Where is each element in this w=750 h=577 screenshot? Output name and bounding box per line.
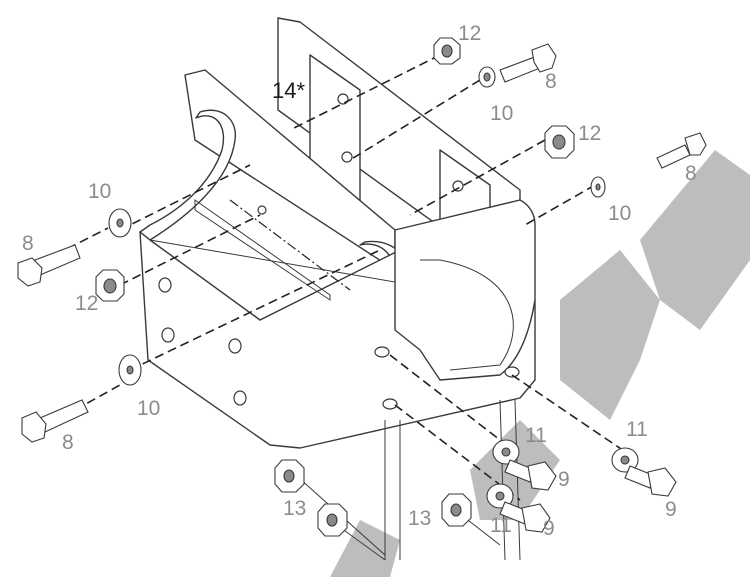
bracket-hole	[228, 338, 242, 354]
bracket-hole	[257, 205, 267, 215]
washer-10-left	[108, 208, 132, 238]
bolt-8-right	[656, 132, 707, 169]
bracket-hole	[233, 390, 247, 406]
hitch-bracket	[139, 69, 536, 561]
plate-hole	[341, 151, 353, 163]
washer-10-right	[590, 176, 606, 198]
callout-13-b: 13	[408, 507, 431, 530]
bolt-9-washer-11-c	[611, 447, 677, 497]
callout-9-c: 9	[543, 517, 555, 540]
callout-11-c: 11	[490, 514, 512, 537]
bracket-hole	[374, 346, 390, 358]
callout-10-left: 10	[88, 180, 111, 203]
bolt-9-washer-11-a	[492, 439, 557, 491]
bracket-hole	[504, 366, 520, 378]
bracket-hole	[382, 398, 398, 410]
watermark-letter-n	[560, 250, 660, 420]
bracket-hole	[161, 327, 175, 343]
nut-12-top	[433, 37, 461, 65]
callout-10-lower: 10	[137, 397, 160, 420]
nut-12-mid	[544, 125, 575, 159]
callout-8-top: 8	[545, 70, 557, 93]
bolt-9-washer-11-b	[486, 483, 551, 533]
watermark	[330, 150, 750, 577]
callout-10-top: 10	[490, 102, 513, 125]
washer-10-lower	[118, 354, 142, 386]
callout-8-left: 8	[22, 232, 34, 255]
callout-12-mid: 12	[578, 122, 601, 145]
callout-11-b: 11	[626, 418, 648, 441]
nut-13-b	[441, 493, 472, 527]
callout-14: 14*	[272, 78, 305, 103]
callout-8-lower: 8	[62, 431, 74, 454]
callout-12-top: 12	[458, 22, 481, 45]
callout-9-b: 9	[665, 498, 677, 521]
plate-hole	[452, 180, 464, 192]
callout-10-right: 10	[608, 202, 631, 225]
bracket-hole	[158, 277, 172, 293]
callout-13-a: 13	[283, 497, 306, 520]
washer-10-top	[478, 66, 496, 88]
bolt-8-top	[499, 43, 557, 83]
callout-8-right: 8	[685, 162, 697, 185]
callout-labels: 12 8 10 14* 12 8 10 10 8 12 10 8 11 9 11…	[22, 22, 697, 540]
assembly-lines	[54, 54, 631, 561]
watermark-letter-a	[640, 150, 750, 330]
bolt-8-left	[17, 244, 81, 287]
callout-9-a: 9	[558, 468, 570, 491]
callout-11-a: 11	[525, 424, 547, 447]
watermark-letter-c	[330, 520, 400, 577]
nut-13-a	[274, 459, 348, 537]
callout-12-left: 12	[75, 292, 98, 315]
nut-12-left	[95, 269, 125, 302]
bolt-8-lower	[21, 399, 89, 443]
